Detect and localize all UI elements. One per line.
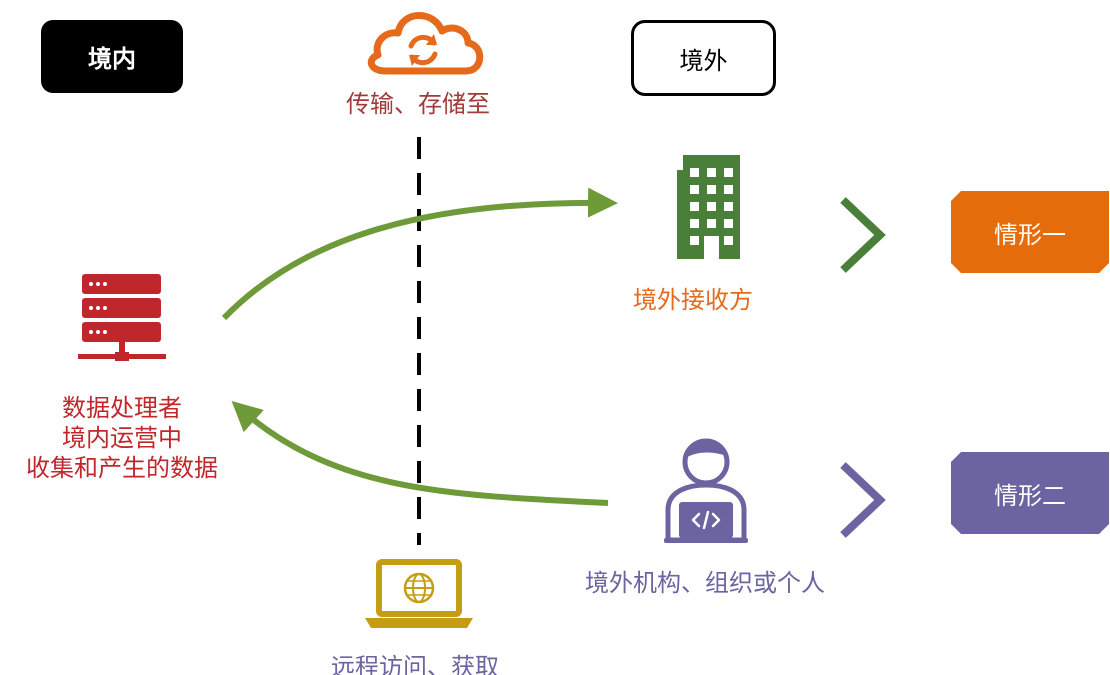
transfer-arrow (221, 187, 618, 321)
laptop-globe-icon (365, 559, 473, 628)
data-source-line-2: 境内运营中 (62, 424, 182, 452)
person-coder-icon (664, 438, 748, 543)
outside-region-label: 境外 (631, 20, 776, 96)
remote-access-arrow (231, 400, 609, 506)
building-icon (677, 155, 740, 259)
data-source-line-1: 数据处理者 (62, 394, 182, 422)
data-source-label: 数据处理者 境内运营中 收集和产生的数据 (0, 393, 244, 483)
case-two-text: 情形二 (994, 481, 1066, 510)
remote-access-label: 远程访问、获取 (331, 653, 499, 675)
chevron-right-icon (840, 197, 886, 273)
outside-region-text: 境外 (679, 46, 728, 75)
case-two-badge: 情形二 (951, 452, 1109, 534)
chevron-right-icon (840, 462, 886, 538)
case-one-badge: 情形一 (951, 191, 1109, 273)
transfer-store-label: 传输、存储至 (346, 90, 490, 118)
data-source-line-3: 收集和产生的数据 (26, 454, 218, 482)
cloud-sync-icon (367, 12, 484, 75)
inside-region-text: 境内 (88, 45, 136, 73)
overseas-recipient-label: 境外接收方 (633, 286, 753, 314)
case-one-text: 情形一 (994, 220, 1066, 249)
inside-region-label: 境内 (41, 20, 183, 93)
overseas-org-label: 境外机构、组织或个人 (585, 569, 825, 597)
server-icon (78, 274, 166, 361)
